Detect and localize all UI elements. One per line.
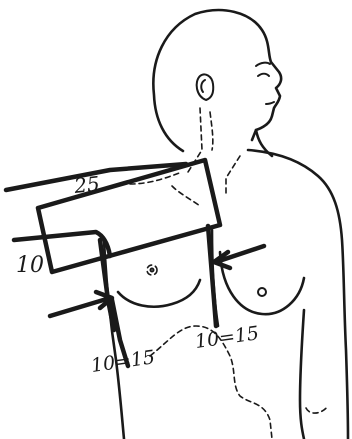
- label-top-bar: 25: [72, 171, 101, 198]
- right-nipple: [258, 288, 266, 296]
- eyebrow: [256, 63, 270, 66]
- neck-dash-right: [226, 156, 240, 196]
- right-arm-inner: [300, 310, 304, 439]
- left-breast: [118, 280, 200, 307]
- eye: [258, 74, 269, 76]
- left-nipple-center: [151, 269, 154, 272]
- left-nipple: [147, 265, 157, 275]
- label-bottom-left: 10=15: [90, 346, 157, 377]
- label-left-bar: 10: [16, 253, 44, 278]
- mouth: [266, 102, 274, 104]
- neck-dash-mid: [210, 112, 213, 150]
- head-outline: [153, 10, 281, 151]
- ear: [197, 74, 214, 100]
- clavicle-dash-2: [172, 186, 200, 206]
- ear-inner: [201, 80, 205, 92]
- right-breast: [220, 252, 304, 314]
- elbow-dash: [306, 406, 328, 413]
